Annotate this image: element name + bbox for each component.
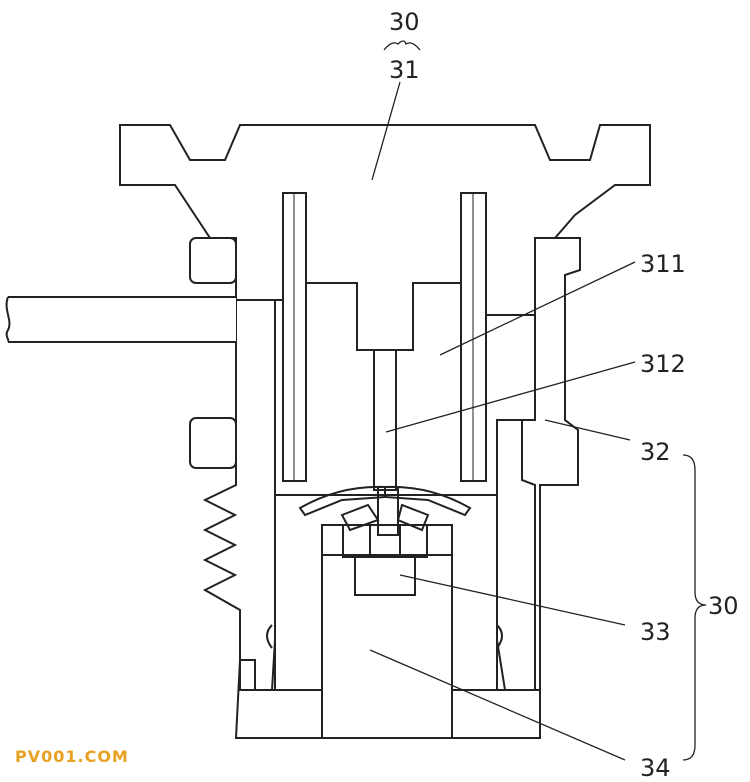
label-311: 311 (640, 250, 686, 278)
label-30-side: 30 (708, 592, 739, 620)
part-34 (274, 494, 498, 739)
watermark-text: PV001.COM (15, 747, 129, 766)
member-32 (521, 237, 581, 691)
label-34: 34 (640, 754, 671, 782)
label-33: 33 (640, 618, 671, 646)
part-33 (354, 556, 416, 596)
stem-312 (373, 349, 397, 491)
side-shaft (5, 296, 236, 343)
base-plate (234, 659, 541, 739)
label-32: 32 (640, 438, 671, 466)
label-30-top: 30 (389, 8, 420, 36)
retaining-clips (266, 624, 503, 649)
left-seal-blocks (189, 237, 237, 469)
label-31: 31 (389, 56, 420, 84)
label-312: 312 (640, 350, 686, 378)
leader-lines (369, 40, 707, 761)
inner-plates (282, 192, 487, 482)
